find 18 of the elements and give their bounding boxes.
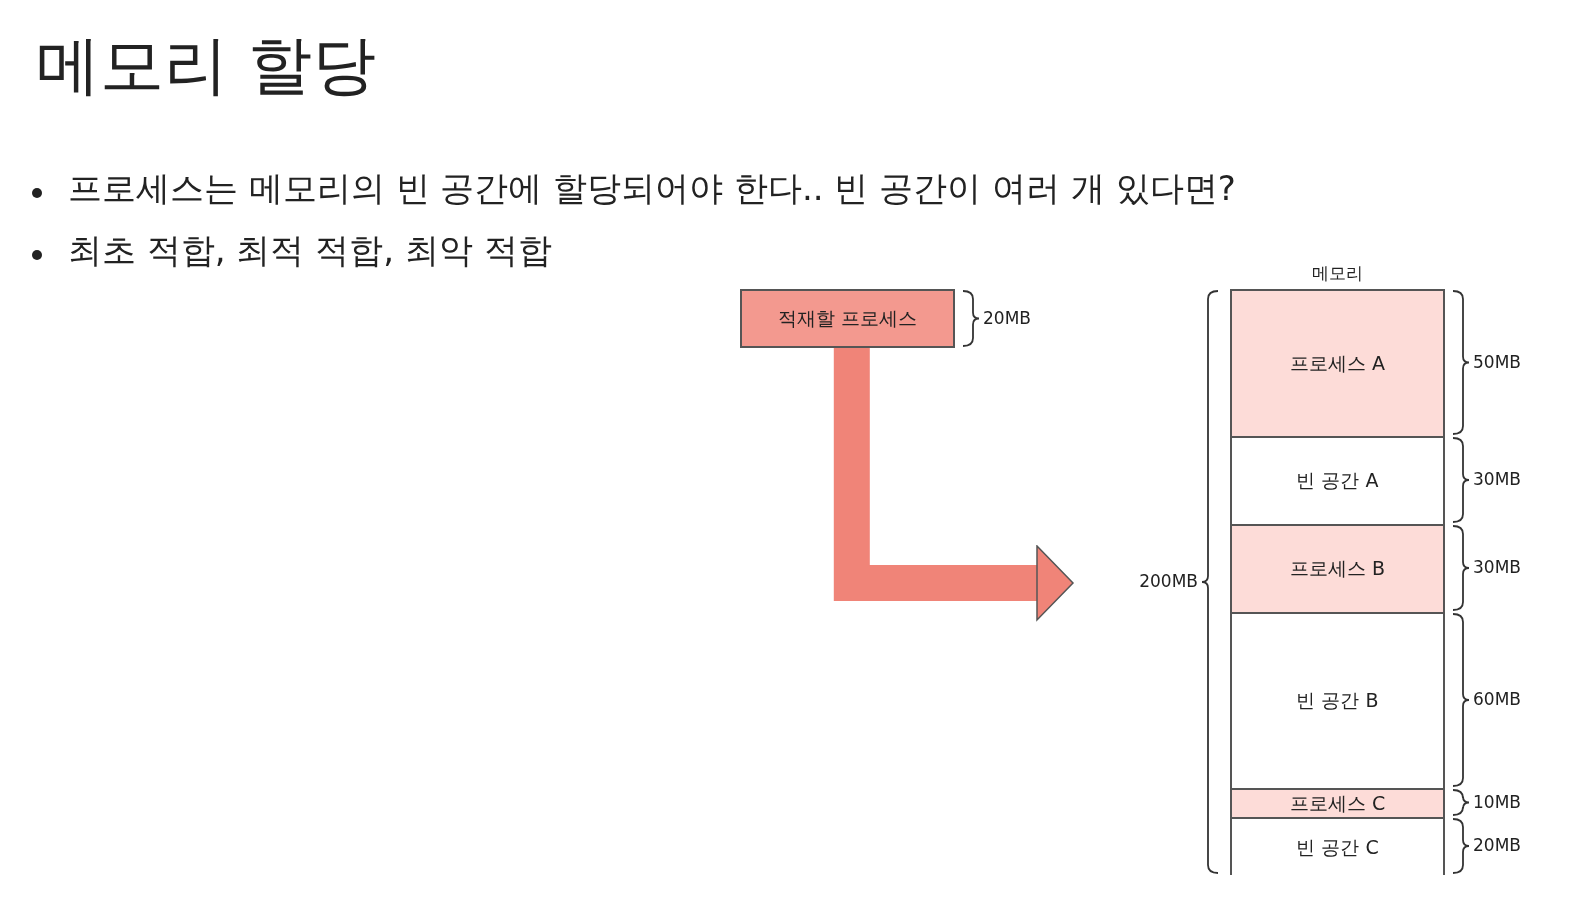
size-label: 30MB (1473, 557, 1521, 577)
size-label: 200MB (1139, 571, 1198, 591)
size-label: 50MB (1473, 351, 1521, 372)
memory-segment: 프로세스 B (1232, 526, 1443, 614)
size-label: 20MB (1473, 835, 1521, 855)
bullet-text: 최초 적합, 최적 적합, 최악 적합 (68, 229, 552, 272)
size-label: 10MB (1473, 791, 1521, 812)
size-label: 30MB (1473, 469, 1521, 489)
column-heading: 메모리 (1311, 262, 1364, 285)
memory-segment: 프로세스 C (1232, 790, 1443, 819)
size-label: 20MB (983, 307, 1031, 328)
node-label: 빈 공간 C (1296, 836, 1379, 858)
size-label: 60MB (1473, 689, 1521, 709)
title: 메모리 할당 (36, 27, 377, 104)
process-box: 적재할 프로세스 (740, 289, 955, 348)
bullet-text: 프로세스는 메모리의 빈 공간에 할당되어야 한다.. 빈 공간이 여러 개 있다면? (68, 167, 1236, 210)
memory-segment: 프로세스 A (1232, 291, 1443, 438)
arrow (833, 348, 1074, 621)
